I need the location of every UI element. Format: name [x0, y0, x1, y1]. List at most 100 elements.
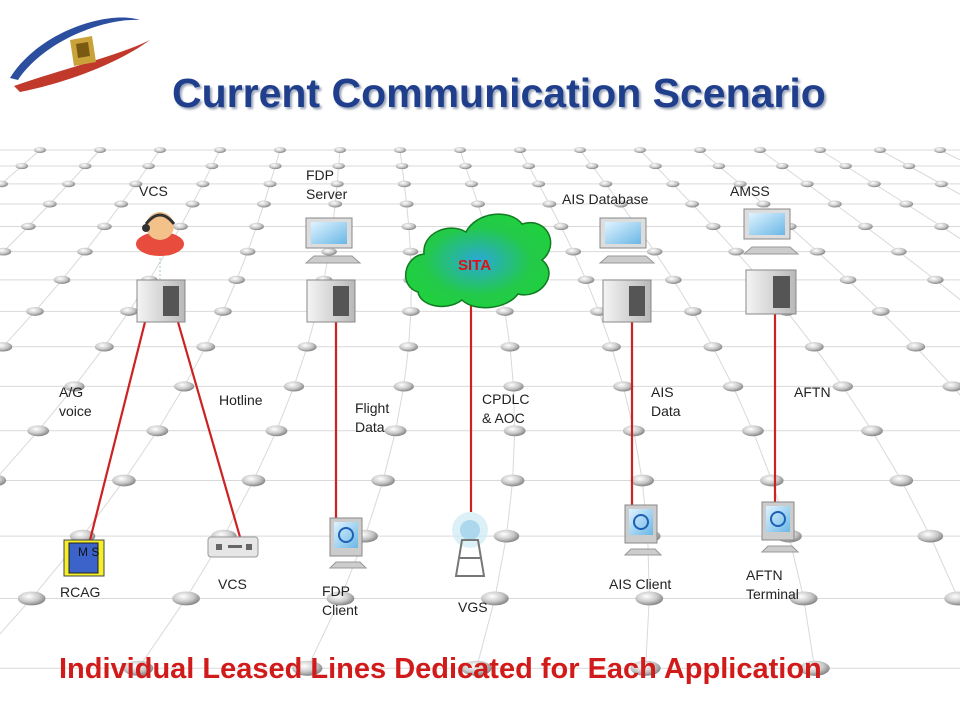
- grid-line: [847, 279, 882, 312]
- grid-node: [330, 180, 344, 188]
- vcs-operator-icon: [136, 212, 184, 256]
- grid-node: [292, 660, 323, 676]
- grid-node: [705, 222, 721, 231]
- grid-line: [845, 165, 875, 185]
- grid-line: [803, 598, 816, 669]
- grid-node: [0, 342, 13, 352]
- rcag-ms-box-icon: [63, 539, 105, 577]
- grid-node: [927, 275, 944, 284]
- grid-line: [275, 386, 295, 431]
- grid-line: [512, 430, 516, 481]
- grid-node: [239, 247, 256, 256]
- grid-node: [174, 381, 195, 392]
- grid-node: [635, 591, 664, 606]
- grid-line: [788, 226, 818, 253]
- aftn-terminal-monitor-icon: [760, 501, 800, 553]
- vcs-server-icon: [136, 279, 186, 323]
- grid-node: [741, 425, 764, 437]
- grid-line: [0, 346, 4, 351]
- grid-node: [622, 425, 645, 437]
- grid-line: [560, 226, 574, 252]
- grid-line: [548, 203, 562, 227]
- grid-line: [49, 183, 69, 205]
- grid-node: [634, 147, 646, 153]
- grid-line: [645, 598, 650, 669]
- grid-line: [247, 226, 258, 252]
- grid-line: [183, 346, 207, 387]
- grid-node: [577, 275, 595, 284]
- grid-line: [598, 311, 612, 347]
- grid-line: [180, 203, 193, 227]
- grid-line: [406, 203, 410, 227]
- grid-line: [103, 203, 122, 227]
- grid-node: [402, 307, 420, 316]
- grid-node: [399, 200, 414, 208]
- grid-line: [256, 203, 265, 227]
- grid-node: [399, 342, 419, 352]
- grid-line: [781, 165, 808, 185]
- grid-node: [249, 222, 264, 231]
- grid-line: [712, 226, 737, 252]
- grid-node: [601, 342, 621, 352]
- grid-line: [585, 279, 600, 312]
- sita-cloud-icon: [404, 213, 552, 309]
- grid-line: [395, 386, 405, 431]
- grid-node: [574, 147, 586, 153]
- grid-node: [646, 247, 663, 256]
- grid-line: [654, 251, 674, 281]
- flight-data-label-line2: Data: [355, 419, 385, 435]
- grid-node: [839, 162, 852, 170]
- grid-line: [739, 183, 764, 205]
- grid-node: [326, 591, 355, 606]
- grid-node: [332, 162, 345, 170]
- grid-line: [610, 346, 624, 387]
- grid-node: [61, 180, 76, 188]
- grid-line: [939, 149, 960, 161]
- grid-node: [789, 591, 818, 606]
- grid-node: [393, 381, 414, 392]
- grid-node: [77, 247, 93, 256]
- grid-line: [0, 430, 39, 475]
- grid-node: [496, 307, 514, 316]
- grid-node: [34, 147, 46, 153]
- grid-line: [364, 480, 384, 537]
- grid-node: [531, 180, 546, 188]
- grid-node: [394, 147, 406, 153]
- grid-node: [522, 162, 536, 170]
- logo: [10, 17, 150, 92]
- aftn-label: AFTN: [794, 384, 831, 400]
- grid-node: [480, 591, 509, 606]
- grid-node: [27, 425, 50, 437]
- grid-node: [196, 180, 210, 188]
- grid-node: [613, 200, 628, 208]
- grid-node: [565, 247, 582, 256]
- grid-line: [27, 203, 51, 227]
- grid-node: [459, 162, 472, 170]
- vgs-antenna-icon: [452, 512, 488, 577]
- grid-node: [839, 275, 857, 284]
- grid-node: [461, 660, 492, 676]
- grid-node: [934, 180, 948, 188]
- grid-line: [408, 311, 412, 347]
- grid-line: [880, 311, 917, 348]
- grid-node: [685, 200, 700, 208]
- grid-node: [268, 162, 282, 170]
- grid-node: [371, 474, 395, 487]
- grid-line: [1, 165, 23, 185]
- grid-node: [20, 222, 36, 231]
- ais-database-monitor-icon: [598, 217, 656, 264]
- grid-node: [804, 342, 824, 352]
- grid-line: [505, 480, 514, 537]
- grid-node: [402, 247, 419, 256]
- grid-node: [0, 475, 7, 486]
- grid-node: [205, 162, 219, 170]
- grid-node: [321, 247, 337, 256]
- grid-line: [813, 346, 844, 387]
- grid-node: [902, 162, 916, 170]
- grid-line: [786, 311, 815, 348]
- grid-node: [53, 275, 71, 284]
- grid-node: [942, 381, 960, 392]
- grid-node: [173, 222, 188, 231]
- fdp-server-monitor-icon: [304, 217, 362, 264]
- grid-line: [156, 386, 185, 432]
